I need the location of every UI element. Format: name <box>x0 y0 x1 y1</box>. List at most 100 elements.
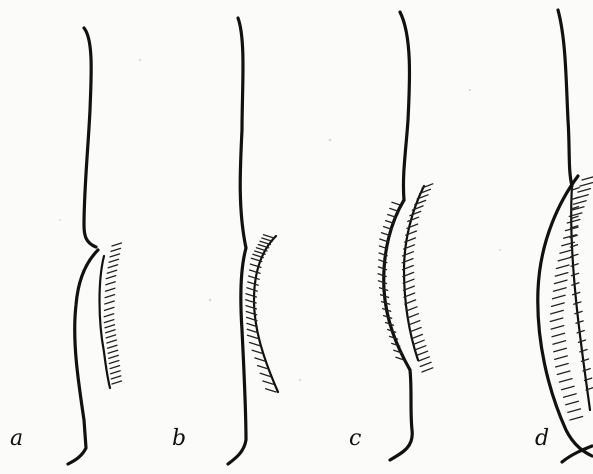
hatch-stroke <box>264 235 274 238</box>
hatch-stroke <box>406 307 417 311</box>
hatch-stroke <box>550 318 563 322</box>
hatch-stroke <box>112 243 122 246</box>
hatch-stroke <box>555 273 568 277</box>
hatch-stroke <box>111 376 121 379</box>
hatch-stroke <box>260 373 271 376</box>
hatch-stroke <box>572 188 579 190</box>
hatch-stroke <box>408 217 419 221</box>
hatch-stroke <box>108 345 118 348</box>
panel-d-graft-left <box>538 176 592 456</box>
panel-b-lower-contour <box>228 248 246 464</box>
hatch-stroke <box>555 356 568 360</box>
hatch-stroke <box>105 295 115 298</box>
hatch-stroke <box>109 259 119 262</box>
hatch-stroke <box>109 361 119 364</box>
hatch-stroke <box>248 335 258 338</box>
hatch-stroke <box>551 310 564 314</box>
hatch-stroke <box>566 401 579 405</box>
hatch-stroke <box>554 280 567 284</box>
hatch-stroke <box>562 386 575 390</box>
hatch-stroke <box>564 394 577 398</box>
panel-a-lower-contour <box>68 250 98 464</box>
hatch-stroke <box>392 202 400 205</box>
hatch-stroke <box>582 177 593 181</box>
hatch-stroke <box>413 340 424 344</box>
hatch-stroke <box>250 343 260 346</box>
hatch-stroke <box>553 295 566 299</box>
panel-a-upper-contour <box>84 28 96 247</box>
panel-c-drawing <box>378 12 433 460</box>
panel-d-graft-right <box>571 186 590 410</box>
panel-label-c: c <box>349 428 361 450</box>
hatch-stroke <box>570 417 583 421</box>
hatch-stroke <box>105 307 115 310</box>
hatch-stroke <box>574 201 587 205</box>
hatch-stroke <box>420 362 431 366</box>
hatch-stroke <box>553 341 566 345</box>
hatch-stroke <box>263 381 273 384</box>
panel-a-hatching <box>104 243 121 384</box>
hatch-stroke <box>250 270 260 273</box>
hatch-stroke <box>112 381 122 384</box>
hatch-stroke <box>111 371 121 374</box>
hatch-stroke <box>108 265 118 268</box>
panel-c-hatching <box>378 184 433 372</box>
hatch-stroke <box>266 389 276 392</box>
hatch-stroke <box>252 350 263 353</box>
hatch-stroke <box>571 273 578 275</box>
hatch-stroke <box>556 364 569 368</box>
hatch-stroke <box>568 409 581 413</box>
hatch-stroke <box>106 276 116 279</box>
hatch-stroke <box>107 270 117 273</box>
hatch-stroke <box>249 276 259 279</box>
hatch-stroke <box>108 350 118 353</box>
hatch-stroke <box>109 355 119 358</box>
panel-label-d: d <box>535 428 549 450</box>
hatch-stroke <box>106 330 116 333</box>
hatch-stroke <box>578 340 585 342</box>
hatch-stroke <box>559 379 572 383</box>
panel-c-lower-contour <box>390 370 412 460</box>
hatch-stroke <box>104 314 114 317</box>
hatch-stroke <box>110 254 120 257</box>
hatch-stroke <box>554 348 567 352</box>
hatch-stroke <box>567 220 580 224</box>
hatch-stroke <box>106 282 116 285</box>
hatch-stroke <box>408 314 419 318</box>
hatch-stroke <box>106 335 116 338</box>
panel-label-b: b <box>172 428 186 450</box>
hatch-stroke <box>558 257 571 261</box>
hatch-stroke <box>580 183 593 187</box>
hatch-stroke <box>248 282 258 285</box>
hatch-stroke <box>554 288 567 292</box>
panel-b-drawing <box>228 18 278 464</box>
hatch-stroke <box>419 357 430 361</box>
panel-d-upper-contour <box>558 10 572 186</box>
panel-d-drawing <box>538 10 593 462</box>
hatch-stroke <box>410 211 421 215</box>
paper-texture <box>59 59 501 381</box>
hatch-stroke <box>104 320 114 323</box>
hatch-stroke <box>105 301 115 304</box>
hatch-stroke <box>415 346 426 350</box>
hatch-stroke <box>111 248 121 251</box>
panel-c-graft-right <box>404 186 424 360</box>
hatch-stroke <box>410 328 421 332</box>
hatch-stroke <box>262 238 272 241</box>
hatch-stroke <box>417 351 428 355</box>
panel-a-drawing <box>68 28 122 464</box>
hatch-stroke <box>572 197 579 199</box>
hatch-stroke <box>105 325 115 328</box>
hatch-stroke <box>560 250 573 254</box>
hatch-stroke <box>412 334 423 338</box>
panel-label-a: a <box>10 428 23 450</box>
hatch-stroke <box>551 326 564 330</box>
panel-b-upper-contour <box>238 18 246 248</box>
hatch-stroke <box>390 208 398 211</box>
hatch-stroke <box>105 288 115 291</box>
hatch-stroke <box>422 368 433 372</box>
hatch-stroke <box>552 303 565 307</box>
hatch-stroke <box>247 288 257 291</box>
